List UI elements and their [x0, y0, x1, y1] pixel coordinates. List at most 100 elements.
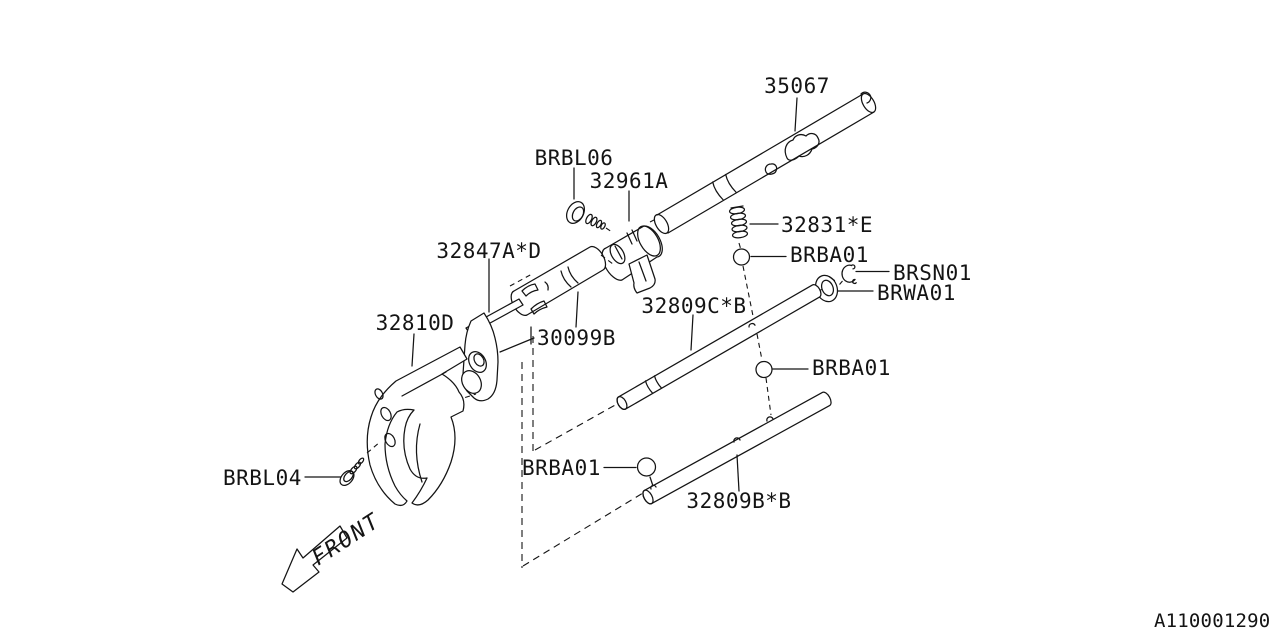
assembly-dash-bolt-to-head	[605, 227, 613, 233]
dash-diagonal-to-rod-b	[522, 492, 644, 567]
leader-30099b-left	[499, 326, 535, 353]
label-brba01-upper: BRBA01	[790, 243, 869, 267]
leader-32809cb	[690, 314, 694, 351]
bolt-brbl06-head-inner	[571, 206, 585, 222]
sleeve-slot-arc	[544, 281, 549, 291]
label-30099b: 30099B	[537, 326, 616, 350]
rod-32809bb-notches	[650, 416, 774, 490]
shift-head-tab	[628, 254, 656, 294]
leader-30099b-up	[575, 291, 579, 328]
ball-lower-brba01	[636, 457, 657, 477]
arm-hub-bore	[473, 353, 485, 367]
snap-ring	[841, 264, 856, 283]
washer-inner	[820, 279, 835, 297]
rod-35067-top-edge	[656, 93, 864, 216]
sleeve-slot2	[530, 300, 548, 315]
label-35067: 35067	[764, 74, 830, 98]
ball-upper-brba01	[732, 248, 751, 266]
label-32810d: 32810D	[376, 311, 455, 335]
rod-35067-bottom-edge	[667, 111, 875, 234]
fork-pad1	[380, 406, 392, 422]
shift-head-tab-line	[638, 261, 647, 282]
leader-32810d	[411, 333, 415, 367]
label-brwa01: BRWA01	[877, 281, 956, 305]
label-brbl06: BRBL06	[535, 146, 614, 170]
rod-32809bb-body	[642, 391, 832, 505]
label-brba01-lower: BRBA01	[522, 456, 601, 480]
rod-35067-band2	[725, 173, 737, 194]
bolt-brbl06-drawing	[565, 167, 613, 233]
bolt-brbl04-thread3	[357, 457, 365, 465]
fork-inner-crescent	[415, 423, 423, 483]
rod-35067-drawing	[653, 91, 877, 235]
label-32809bb: 32809B*B	[686, 489, 791, 513]
dash-diagonal-to-rod-c	[534, 403, 618, 451]
label-brba01-middle: BRBA01	[812, 356, 891, 380]
ball-lower-tick	[649, 476, 654, 487]
assembly-dash-sleeve-to-head	[600, 254, 614, 265]
fork-outline	[366, 346, 468, 507]
front-arrow	[281, 525, 348, 593]
fork-pad3	[374, 388, 384, 400]
front-label: FRONT	[308, 509, 386, 571]
rod-35067-left-cap	[653, 213, 670, 235]
rod-35067-right-cap	[860, 92, 877, 114]
construction-lines	[521, 336, 644, 568]
snap-ring-ends	[850, 264, 857, 285]
bolt-brbl04-drawing	[304, 441, 381, 486]
label-32961a: 32961A	[590, 169, 669, 193]
rod-35067-end-notch	[860, 91, 872, 104]
bolt-brbl06-thread4	[600, 222, 606, 230]
diagram-code: A110001290	[1154, 610, 1270, 632]
sleeve-30099b-drawing	[499, 245, 614, 353]
rod-32809cb-bands	[644, 375, 663, 394]
bolt-brbl04-thread1	[349, 465, 358, 475]
rod-35067-band1	[712, 181, 724, 201]
rod-32809cb-notch	[748, 322, 756, 328]
shift-head-bore	[609, 243, 626, 265]
detent-chain	[603, 242, 809, 487]
selector-arm-32847ad-drawing	[447, 258, 524, 404]
washer-split	[828, 275, 836, 282]
bolt-brbl04-head-inner	[343, 470, 354, 483]
fork-32810d-drawing	[366, 333, 468, 507]
rod-32809bb-drawing	[642, 391, 832, 505]
label-32847ad: 32847A*D	[436, 239, 541, 263]
bolt-brbl06-thread3	[595, 219, 603, 229]
spring-coil5	[731, 230, 749, 239]
assembly-dash-head-to-rod	[649, 218, 657, 223]
rod-35067-small-detail	[764, 163, 778, 175]
shift-head-slot	[626, 229, 638, 245]
arm-hub-lower	[461, 370, 482, 394]
sleeve-band2	[567, 266, 579, 284]
front-arrow-group: FRONT	[281, 509, 386, 593]
ball-middle-brba01	[755, 360, 773, 379]
label-32831e: 32831*E	[781, 213, 873, 237]
shift-head-32961a-drawing	[601, 190, 663, 294]
assembly-dash-brbl04	[366, 441, 381, 454]
rod-32809cb-drawing	[616, 283, 822, 411]
shift-head-bore-line	[614, 245, 623, 260]
rod-35067-cutout-detail	[784, 132, 820, 161]
sleeve-body	[510, 245, 607, 317]
leader-32809bb	[736, 454, 740, 492]
leader-35067	[794, 97, 798, 132]
label-32809cb: 32809C*B	[641, 294, 746, 318]
shift-head-right-face	[637, 225, 661, 257]
bolt-brbl06-thread1	[585, 213, 593, 225]
sleeve-band1	[560, 270, 572, 288]
fork-beam-line	[401, 371, 447, 397]
bolt-brbl04-head-outer	[339, 470, 355, 486]
label-brsn01: BRSN01	[893, 261, 972, 285]
detent-alignment-dashes	[738, 242, 772, 447]
assembly-dash-rail-axis	[509, 273, 533, 287]
fork-pad2	[384, 432, 396, 448]
rod-32809bb-left-cap	[642, 489, 654, 505]
bolt-brbl06-thread2	[590, 216, 598, 227]
spring-32831e-drawing	[728, 205, 779, 239]
label-brbl04: BRBL04	[223, 466, 302, 490]
part-labels: 35067 BRBL06 32961A 32831*E BRBA01 BRSN0…	[223, 74, 1270, 632]
sleeve-slot1	[521, 283, 539, 297]
